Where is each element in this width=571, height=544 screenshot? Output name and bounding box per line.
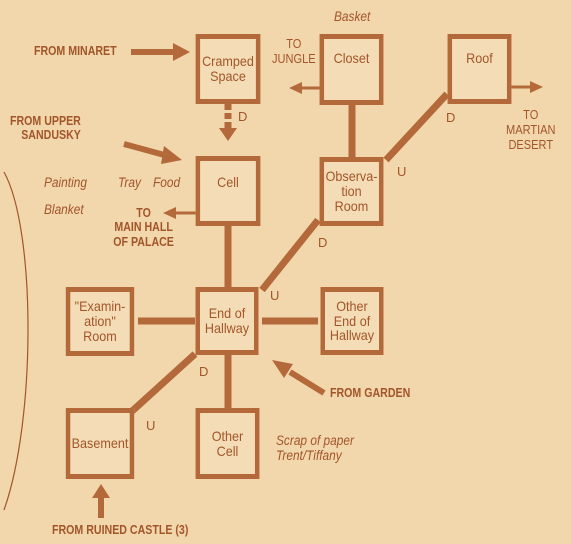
room-closet[interactable]: Closet — [319, 34, 384, 105]
arrowhead-to-jungle — [289, 82, 302, 94]
label-from-upper-sandusky: FROM UPPER SANDUSKY — [10, 114, 81, 143]
room-observation[interactable]: Observa- tion Room — [319, 157, 384, 226]
dir-hallway-down: D — [199, 364, 209, 379]
label-to-main-hall: TO MAIN HALL OF PALACE — [113, 206, 174, 249]
item-scrap-of-paper: Scrap of paper Trent/Tiffany — [276, 433, 354, 463]
connector-observation-hallway — [259, 217, 321, 293]
room-other-cell[interactable]: Other Cell — [195, 408, 260, 479]
dir-hallway-up: U — [270, 288, 280, 303]
arrowhead-to-main-hall — [163, 207, 176, 219]
item-food: Food — [153, 175, 181, 190]
arrowhead-from-upper-sandusky — [161, 146, 182, 164]
room-end-of-hallway[interactable]: End of Hallway — [195, 287, 259, 355]
arrow-from-upper-sandusky — [123, 141, 169, 159]
room-examination[interactable]: "Examin- ation" Room — [65, 287, 135, 356]
arrowhead-from-minaret — [173, 43, 190, 61]
dir-observation-down: D — [318, 235, 328, 250]
room-cramped-space[interactable]: Cramped Space — [195, 34, 261, 104]
label-from-minaret: FROM MINARET — [34, 44, 117, 58]
item-painting: Painting — [44, 175, 87, 190]
room-other-end-of-hallway[interactable]: Other End of Hallway — [320, 287, 384, 355]
dir-basement-up: U — [146, 418, 156, 433]
connector-hallway-basement — [127, 351, 198, 416]
arrowhead-to-martian — [530, 81, 543, 93]
item-blanket: Blanket — [44, 202, 84, 217]
item-tray: Tray — [118, 175, 141, 190]
label-to-jungle: TO JUNGLE — [272, 36, 316, 66]
page-curve — [3, 171, 29, 511]
room-basement[interactable]: Basement — [65, 408, 135, 479]
room-cell[interactable]: Cell — [195, 156, 261, 226]
connector-observation-roof — [383, 91, 450, 163]
room-roof[interactable]: Roof — [447, 34, 512, 104]
arrow-from-garden — [288, 369, 326, 396]
arrowhead-cramped-cell — [219, 128, 237, 141]
arrowhead-from-ruined-castle — [92, 484, 110, 498]
label-to-martian-desert: TO MARTIAN DESERT — [506, 107, 556, 152]
label-from-garden: FROM GARDEN — [330, 386, 411, 400]
dir-cramped-down: D — [238, 109, 248, 124]
item-basket: Basket — [334, 9, 371, 24]
label-from-ruined-castle: FROM RUINED CASTLE (3) — [52, 523, 189, 537]
arrowhead-from-garden — [272, 360, 293, 378]
dir-observation-up: U — [397, 164, 407, 179]
dir-roof-down: D — [446, 110, 456, 125]
